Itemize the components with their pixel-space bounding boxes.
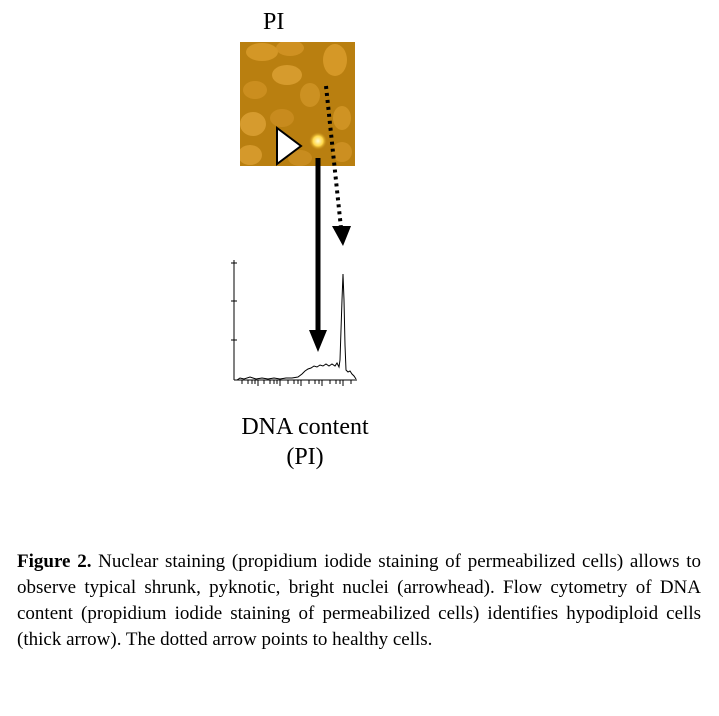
histogram-axes bbox=[231, 260, 357, 381]
x-axis-label: DNA content (PI) bbox=[205, 412, 405, 472]
dotted-arrow bbox=[324, 85, 351, 246]
histogram-ticks bbox=[241, 380, 352, 386]
caption-text: Nuclear staining (propidium iodide stain… bbox=[17, 551, 701, 650]
histogram-trace bbox=[236, 273, 357, 381]
micrograph-image bbox=[240, 42, 355, 166]
thick-arrow bbox=[309, 158, 327, 352]
x-axis-label-line1: DNA content bbox=[241, 414, 369, 440]
bright-nucleus bbox=[309, 132, 327, 150]
arrowhead-marker bbox=[276, 126, 303, 166]
micrograph-label: PI bbox=[263, 9, 285, 35]
x-axis-label-line2: (PI) bbox=[286, 444, 324, 470]
caption-number: Figure 2. bbox=[17, 551, 92, 572]
figure-caption: Figure 2. Nuclear staining (propidium io… bbox=[17, 549, 701, 653]
